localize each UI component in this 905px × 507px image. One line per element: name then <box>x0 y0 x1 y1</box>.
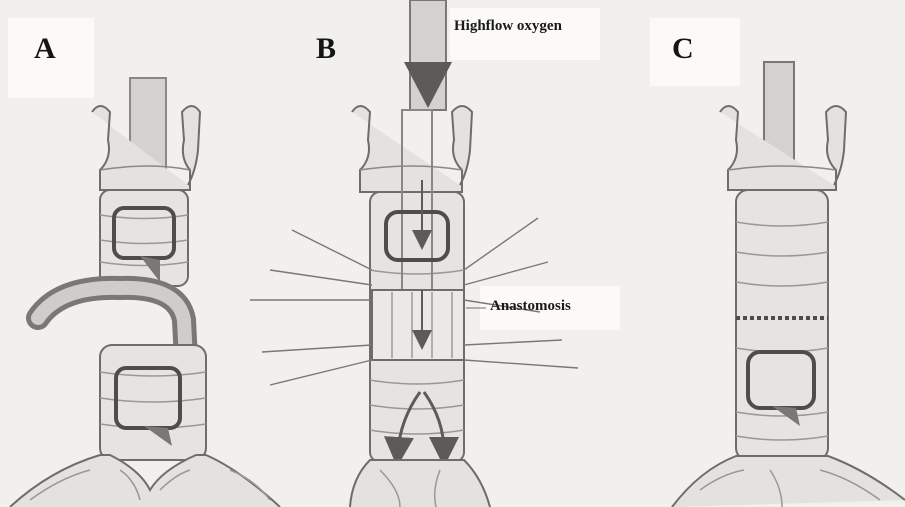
panel-label-a: A <box>34 32 56 66</box>
panel-label-c: C <box>672 32 694 66</box>
panel-a-drawing <box>10 78 280 507</box>
annotation-highflow-oxygen: Highflow oxygen <box>454 18 562 35</box>
panel-c-bronchi <box>672 456 905 507</box>
panel-c-drawing <box>672 62 905 507</box>
annotation-anastomosis: Anastomosis <box>490 298 571 315</box>
panel-c-trachea <box>736 190 828 460</box>
panel-b-bronchi <box>350 460 490 507</box>
panel-label-b: B <box>316 32 336 66</box>
panel-b-larynx <box>352 106 472 192</box>
panel-b-anastomosis-zone <box>372 290 464 360</box>
panel-b-drawing <box>250 0 578 507</box>
panel-a-bronchi <box>10 455 280 507</box>
